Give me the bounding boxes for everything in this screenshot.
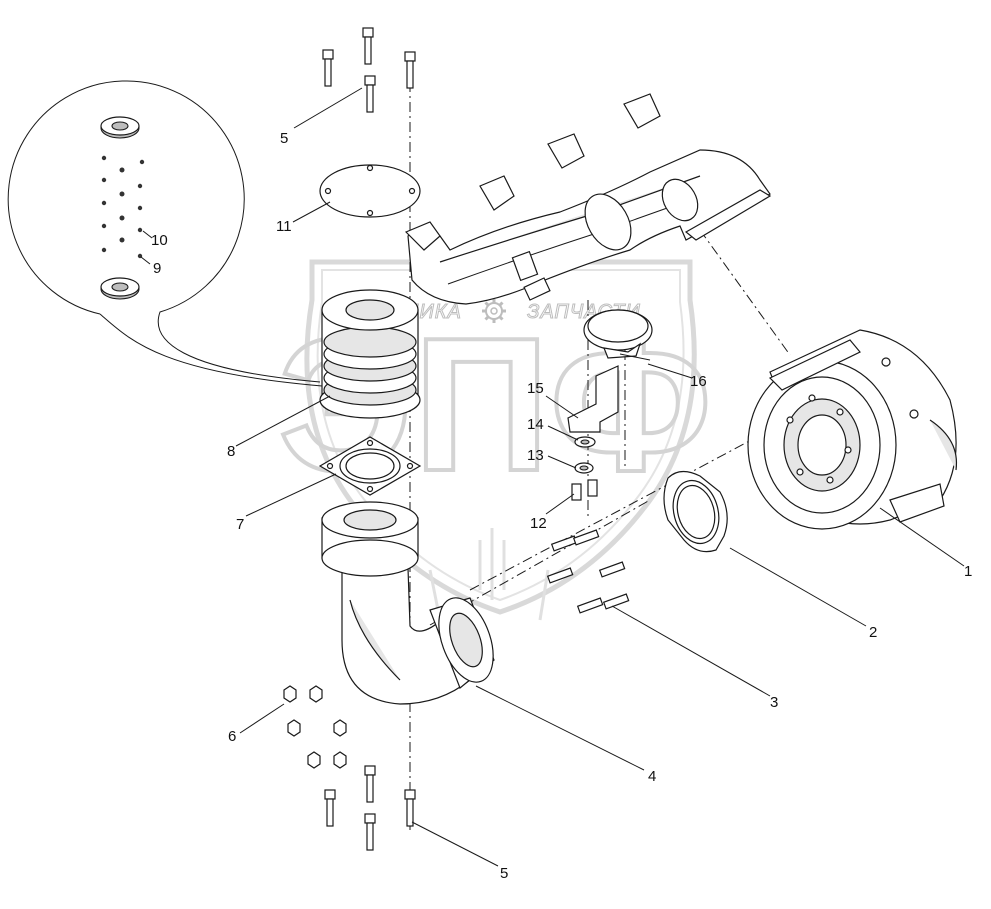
callout-5-bottom: 5	[500, 865, 508, 882]
bolt	[364, 75, 376, 113]
elbow-pipe	[321, 501, 495, 705]
callout-14: 14	[527, 416, 544, 433]
turbo-gasket	[663, 470, 728, 553]
callout-8: 8	[227, 443, 235, 460]
bellows	[319, 289, 421, 419]
callout-3: 3	[770, 694, 778, 711]
studs	[546, 529, 630, 614]
callout-13: 13	[527, 447, 544, 464]
callout-6: 6	[228, 728, 236, 745]
callout-11: 11	[276, 218, 292, 235]
bracket-assembly	[567, 365, 619, 501]
callout-7: 7	[236, 516, 244, 533]
bolt	[364, 765, 376, 803]
callouts: 1 2 3 4 5 5 6 7 8 9 10 11 12 13 14 15 16	[151, 130, 972, 882]
bubble-small-parts	[101, 155, 145, 259]
nuts	[283, 685, 347, 769]
gasket-square	[318, 436, 422, 496]
round-plate	[319, 164, 421, 218]
callout-15: 15	[527, 380, 544, 397]
callout-5-top: 5	[280, 130, 288, 147]
bolt	[362, 27, 374, 65]
callout-9: 9	[153, 260, 161, 277]
bolt	[404, 51, 416, 89]
exhaust-manifold	[404, 93, 772, 305]
watermark-shield	[304, 259, 697, 615]
gear-icon	[482, 299, 506, 323]
bolt	[322, 49, 334, 87]
bolt	[324, 789, 336, 827]
bolt	[404, 789, 416, 827]
callout-16: 16	[690, 373, 707, 390]
bolts-top	[322, 27, 416, 113]
bolt	[364, 813, 376, 851]
watermark-shield-inner	[316, 269, 685, 602]
leader-lines	[235, 87, 965, 867]
callout-12: 12	[530, 515, 547, 532]
bolts-bottom	[324, 765, 416, 851]
turbocharger	[747, 329, 958, 530]
clamp	[583, 309, 653, 361]
callout-4: 4	[648, 768, 656, 785]
callout-10: 10	[151, 232, 168, 249]
callout-2: 2	[869, 624, 877, 641]
callout-1: 1	[964, 563, 972, 580]
detail-bubble	[7, 80, 323, 387]
